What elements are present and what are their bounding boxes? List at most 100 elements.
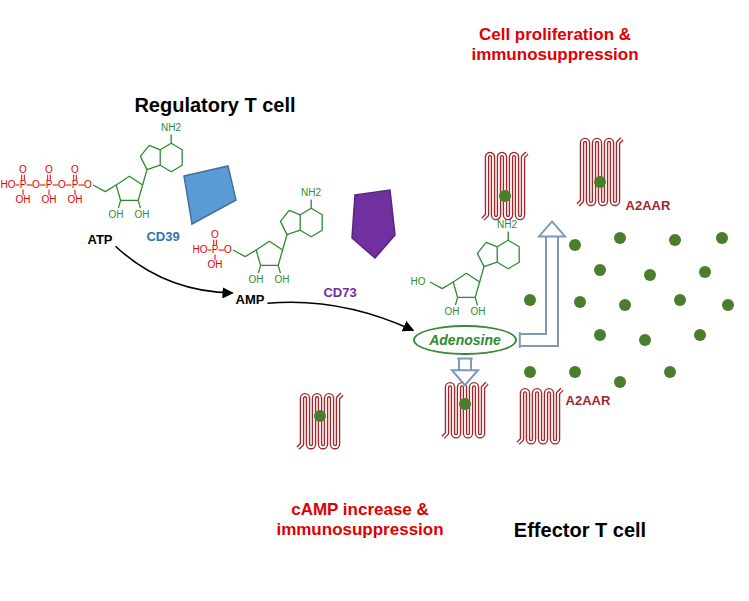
atom-label: NH2 (497, 220, 517, 230)
ring-bond (480, 267, 484, 282)
bond-line (53, 184, 58, 185)
cell-membrane (53, 0, 744, 191)
atom-label: O (224, 245, 232, 255)
adenosine-dot (664, 366, 676, 378)
atom-label: HO (1, 180, 16, 190)
molecule-name: AMP (233, 291, 268, 309)
adenosine-dot (674, 294, 686, 306)
ring-bond (116, 176, 142, 200)
adenosine-dot (594, 264, 606, 276)
ring-bond (508, 231, 509, 240)
hollow-arrow-cap (458, 357, 472, 359)
atom-label: O (19, 165, 27, 175)
cell-ellipse: Regulatory T cell Cell proliferation & im… (51, 0, 745, 192)
ring-bond (143, 170, 147, 185)
atom-label: OH (42, 195, 57, 205)
cell-note: Effector T cell (480, 518, 680, 542)
bond-line (27, 184, 32, 185)
atom-label: OH (445, 307, 460, 317)
ring-bond (258, 265, 260, 273)
ring-bond (171, 134, 172, 143)
receptor-outline (518, 389, 562, 443)
atom-label: OH (471, 307, 486, 317)
bond-line (16, 184, 19, 185)
adenosine-dot (569, 239, 581, 251)
atom-label: P (20, 180, 27, 190)
molecule-oval: Adenosine (413, 325, 517, 356)
atom-label: OH (109, 210, 124, 220)
ring-bond (475, 297, 477, 305)
molecule-label: ATP (87, 232, 112, 248)
adenosine-dot (699, 266, 711, 278)
cell-ellipse: cAMP increase & immunosuppression Effecto… (190, 425, 700, 599)
receptor-inner (578, 139, 622, 205)
ring-bond (497, 240, 519, 269)
atom-label: OH (249, 275, 264, 285)
enzyme-label: CD39 (146, 230, 179, 243)
ring-bond (477, 242, 497, 266)
hollow-arrowhead (539, 221, 565, 236)
bond-line (66, 184, 71, 185)
enzyme-label: CD73 (323, 286, 356, 299)
adenosine-dot (574, 296, 586, 308)
adenosine-dot (594, 176, 606, 188)
ring-bond (430, 282, 453, 289)
a2a-receptor (483, 153, 527, 219)
a2a-receptor (443, 383, 487, 437)
adenosine-dot (716, 232, 728, 244)
ring-bond (453, 273, 479, 297)
ring-bond (160, 143, 182, 172)
adenosine-dot (694, 329, 706, 341)
receptor-outline (298, 394, 342, 448)
atom-label: O (211, 230, 219, 240)
ring-bond (93, 185, 116, 192)
molecule-structure (233, 199, 322, 273)
cd39-enzyme (184, 166, 236, 224)
adenosine-dot (639, 334, 651, 346)
adenosine-dot (619, 299, 631, 311)
cell-label: cAMP increase & immunosuppression (260, 500, 460, 541)
adenosine-dot (594, 329, 606, 341)
receptor-outline (483, 153, 527, 219)
cell-membrane (192, 427, 699, 598)
adenosine-dots (314, 176, 734, 422)
hollow-arrowhead (452, 370, 478, 385)
molecule-structure (93, 134, 182, 208)
receptor-label: A2AAR (626, 199, 671, 212)
molecule-label: Adenosine (429, 332, 501, 349)
edge-arrow (520, 221, 565, 347)
receptor-outline (443, 383, 487, 437)
cell-note: Cell proliferation & immunosuppression (440, 25, 670, 66)
atom-label: NH2 (161, 123, 181, 133)
cell-outline (190, 425, 700, 599)
atom-label: P (46, 180, 53, 190)
hollow-arrow-outline (520, 235, 552, 340)
adenosine-dot (722, 299, 734, 311)
bond-line (79, 184, 84, 185)
atom-label: OH (16, 195, 31, 205)
receptor-inner (518, 389, 562, 443)
edge-arrow (452, 358, 478, 385)
atom-label: P (72, 180, 79, 190)
edge-arrow (267, 302, 413, 330)
a2a-receptor (578, 139, 622, 205)
adenosine-dot (569, 366, 581, 378)
receptor-inner (443, 383, 487, 437)
atom-label: O (58, 180, 66, 190)
atom-label: HO (193, 245, 208, 255)
bond-line (219, 249, 224, 250)
atom-label: O (84, 180, 92, 190)
bond-line (40, 184, 45, 185)
atom-label: OH (135, 210, 150, 220)
ring-bond (311, 199, 312, 208)
ring-bond (233, 250, 256, 257)
adenosine-dot (614, 376, 626, 388)
atom-label: OH (208, 260, 223, 270)
atom-label: O (45, 165, 53, 175)
cell-label: Regulatory T cell (105, 93, 325, 117)
molecule-label: AMP (236, 292, 265, 308)
adenosine-dot (314, 410, 326, 422)
molecule-structure (430, 231, 519, 305)
receptor-inner (298, 394, 342, 448)
atom-label: NH2 (301, 188, 321, 198)
